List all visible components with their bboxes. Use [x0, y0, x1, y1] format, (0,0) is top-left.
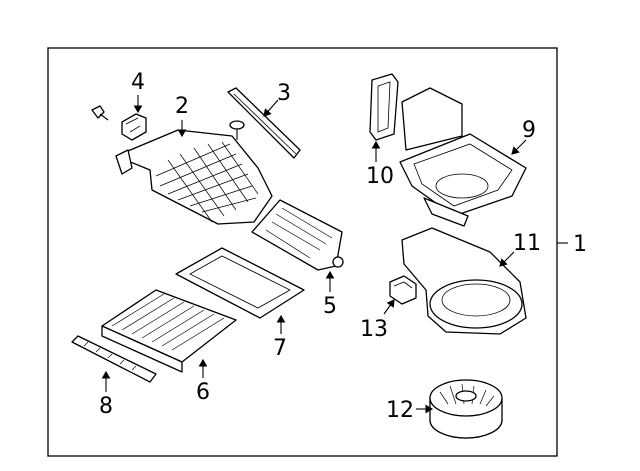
part-12-blower-motor [429, 379, 503, 439]
callout-4-label: 4 [131, 70, 145, 95]
part-2-duct [115, 129, 273, 225]
callout-3-leader [263, 99, 279, 117]
callout-13-label: 13 [360, 317, 388, 342]
part-4-sensor [91, 105, 147, 141]
callout-13-leader [383, 299, 395, 315]
part-11-blower-housing [401, 227, 527, 335]
callout-12-label: 12 [386, 398, 414, 423]
callout-11-label: 11 [513, 231, 541, 256]
callout-3-label: 3 [277, 81, 291, 106]
part-7-frame [175, 247, 305, 319]
callout-9-label: 9 [522, 118, 536, 143]
callout-7-label: 7 [273, 336, 287, 361]
assembly-frame [47, 47, 558, 457]
callout-1-label: 1 [573, 232, 587, 257]
callout-11-leader [499, 251, 515, 267]
callout-2-label: 2 [175, 94, 189, 119]
callout-6-label: 6 [196, 380, 210, 405]
callout-5-label: 5 [323, 294, 337, 319]
part-9-upper-case [399, 87, 527, 227]
part-5-tray [251, 199, 344, 271]
part-10-gasket [369, 73, 399, 141]
part-13-resistor [389, 275, 417, 305]
part-6-filter [101, 289, 237, 373]
callout-9-leader [511, 139, 527, 155]
callout-8-label: 8 [99, 394, 113, 419]
callout-10-label: 10 [366, 164, 394, 189]
part-3-strip [227, 87, 301, 159]
part-8-bar [71, 335, 157, 383]
part-screw [229, 120, 245, 140]
